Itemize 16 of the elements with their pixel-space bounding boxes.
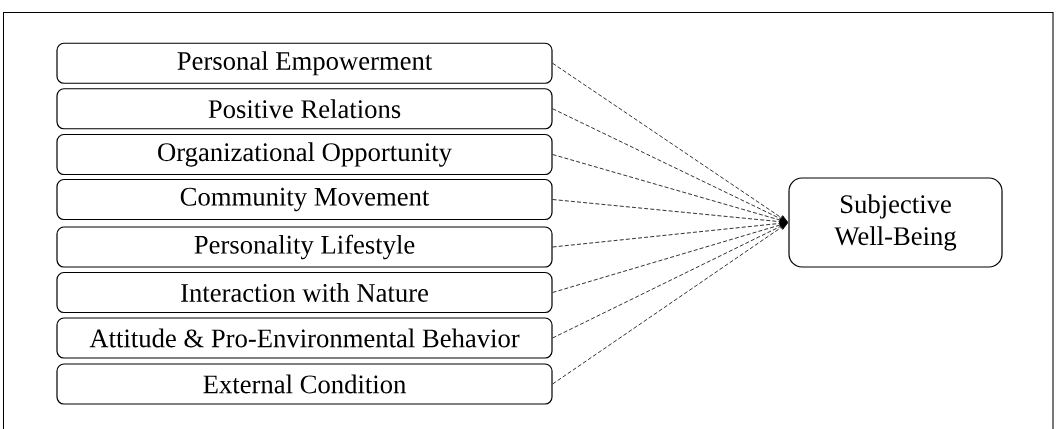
arrow <box>552 108 788 223</box>
process-box: Organizational Opportunity <box>56 133 553 176</box>
process-box: Community Movement <box>56 178 553 221</box>
arrow <box>552 222 788 385</box>
arrow <box>552 199 788 225</box>
process-box: Personality Lifestyle <box>56 226 553 268</box>
process-box: Interaction with Nature <box>56 271 553 314</box>
arrow <box>552 222 788 339</box>
process-box: Positive Relations <box>56 88 553 130</box>
process-box: External Condition <box>56 363 553 405</box>
process-box: Attitude & Pro-Environmental Behavior <box>56 317 553 359</box>
process-box: Personal Empowerment <box>56 42 553 84</box>
outcome-box: Subjective Well-Being <box>788 177 1003 268</box>
arrow <box>552 154 788 223</box>
arrow <box>552 222 788 293</box>
arrow <box>552 220 788 248</box>
